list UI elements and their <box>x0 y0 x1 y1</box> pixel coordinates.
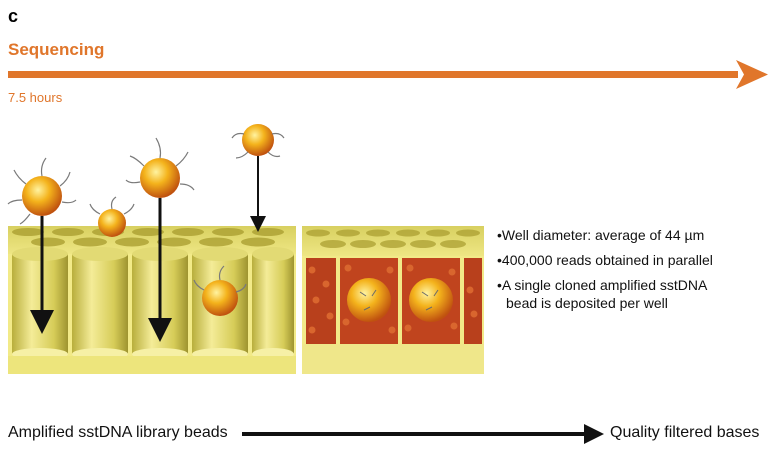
feature-bullet-list: •Well diameter: average of 44 µm •400,00… <box>497 226 767 319</box>
bullet-well-diameter: •Well diameter: average of 44 µm <box>497 227 705 243</box>
bullet-reads: •400,000 reads obtained in parallel <box>497 252 713 268</box>
dna-bead-icon <box>231 124 285 159</box>
duration-label: 7.5 hours <box>8 90 63 105</box>
dna-bead-icon <box>347 278 391 322</box>
flow-arrow-icon <box>242 424 604 444</box>
dna-bead-icon <box>7 157 77 225</box>
dna-bead-icon <box>125 137 195 198</box>
dna-bead-icon <box>89 196 135 237</box>
stage-title: Sequencing <box>8 40 105 59</box>
flow-end-label: Quality filtered bases <box>610 424 760 441</box>
timeline-arrow-icon <box>8 60 768 89</box>
panel-letter: c <box>8 6 19 26</box>
dna-bead-icon <box>193 265 247 316</box>
bullet-single-bead-line2: bead is deposited per well <box>506 295 668 311</box>
falling-beads <box>7 124 285 342</box>
bullet-single-bead: •A single cloned amplified sstDNA bead i… <box>497 276 767 312</box>
loaded-wells-illustration <box>302 226 484 374</box>
picotiter-plate-illustration <box>8 226 296 374</box>
dna-bead-icon <box>409 278 453 322</box>
flow-start-label: Amplified sstDNA library beads <box>8 424 228 441</box>
bullet-single-bead-line1: •A single cloned amplified sstDNA <box>497 277 708 293</box>
